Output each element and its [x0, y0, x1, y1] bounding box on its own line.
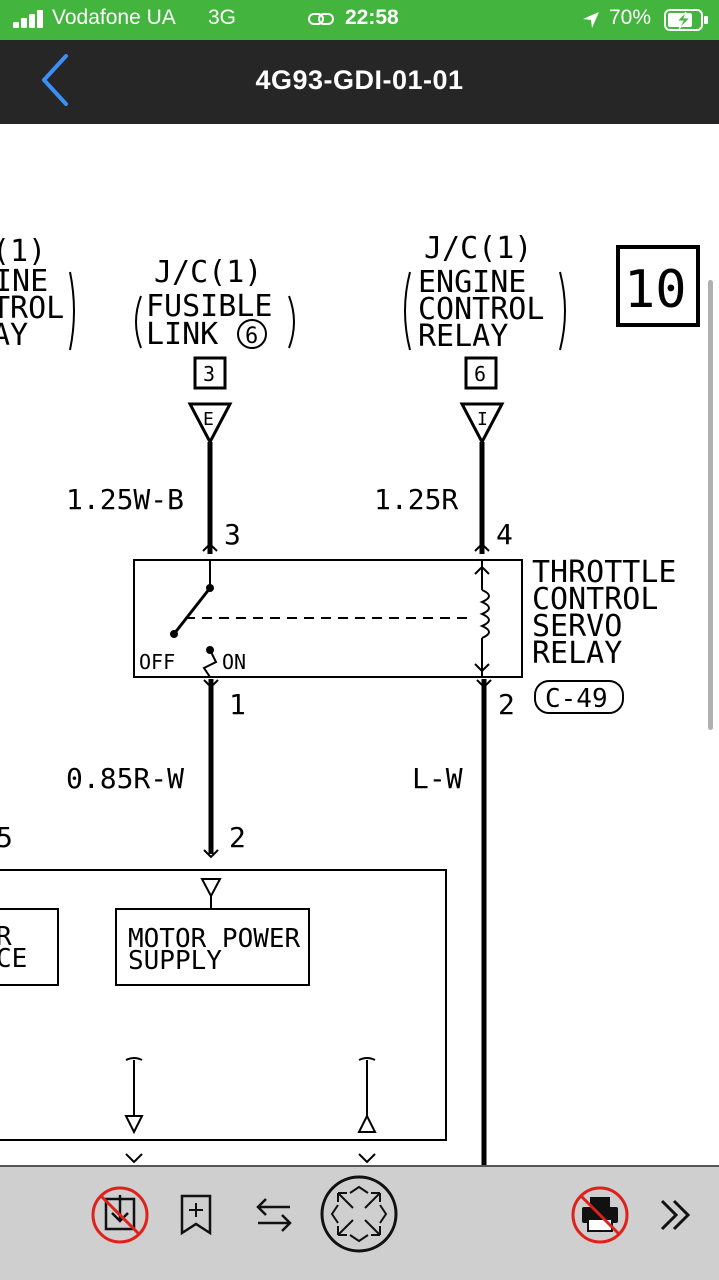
fusible-label-line1: J/C(1): [154, 255, 262, 290]
left-box-line2: CE: [0, 944, 27, 974]
motor-label-line1: MOTOR POWER: [128, 924, 301, 954]
terminal-right-letter: I: [477, 409, 488, 430]
switch-off-label: OFF: [139, 650, 175, 674]
terminal-left-letter: E: [203, 409, 214, 430]
fullscreen-button[interactable]: [320, 1175, 398, 1258]
pin-3-label: 3: [224, 518, 241, 551]
pin-2-lower-label: 2: [229, 821, 246, 854]
pin-1-label: 1: [229, 688, 246, 721]
page-number: 10: [624, 260, 687, 320]
print-disabled-icon: [571, 1186, 629, 1244]
more-button[interactable]: [656, 1195, 696, 1240]
wiring-diagram-viewer[interactable]: (1) INE TROL AY J/C(1) FUSIBLE LINK 6 J/…: [0, 124, 719, 1165]
fusible-number: 6: [245, 324, 258, 349]
bookmark-add-icon: [180, 1194, 212, 1236]
relay-name-line4: RELAY: [532, 636, 622, 671]
bookmark-button[interactable]: [178, 1193, 214, 1242]
swap-arrows-icon: [256, 1198, 292, 1232]
print-button[interactable]: [570, 1185, 630, 1250]
carrier-name: Vodafone UA: [52, 6, 176, 29]
wire-label-right-top: 1.25R: [374, 483, 458, 516]
location-arrow-icon: [583, 12, 599, 28]
left-box-line1: R: [0, 922, 12, 952]
relay-label-line4: RELAY: [418, 319, 508, 354]
left-label-line4: AY: [0, 318, 28, 353]
download-disabled-icon: [91, 1186, 149, 1244]
back-button[interactable]: [30, 50, 90, 110]
fusible-label-line3: LINK: [146, 317, 218, 352]
wire-label-right-mid: L-W: [412, 762, 463, 795]
connector-right-label: 6: [474, 362, 486, 386]
relay-name-line3: SERVO: [532, 609, 622, 644]
relay-label-line2: ENGINE: [418, 265, 526, 300]
pin-4-label: 4: [496, 518, 513, 551]
relay-name-line1: THROTTLE: [532, 555, 677, 590]
left-label-line3: TROL: [0, 291, 64, 326]
wire-label-left-mid: 0.85R-W: [66, 762, 184, 795]
pin-2-relay-label: 2: [498, 688, 515, 721]
download-button[interactable]: [90, 1185, 150, 1250]
left-label-line2: INE: [0, 264, 48, 299]
bottom-toolbar: [0, 1165, 719, 1280]
fusible-label-line2: FUSIBLE: [146, 289, 272, 324]
wire-label-left-top: 1.25W-B: [66, 483, 184, 516]
left-label-line1: (1): [0, 234, 46, 269]
clock: 22:58: [345, 6, 399, 29]
double-chevron-right-icon: [660, 1199, 691, 1231]
document-title: 4G93-GDI-01-01: [255, 65, 464, 95]
motor-label-line2: SUPPLY: [128, 946, 222, 976]
relay-name-line2: CONTROL: [532, 582, 658, 617]
signal-strength-icon: [13, 10, 47, 28]
connector-id: C-49: [545, 684, 608, 714]
status-bar: Vodafone UA 3G 22:58 70%: [0, 0, 719, 40]
expand-arrows-icon: [320, 1175, 398, 1253]
battery-charging-icon: [664, 9, 708, 31]
battery-percent: 70%: [609, 6, 652, 29]
pin-5-label: 5: [0, 821, 13, 854]
link-icon: [308, 13, 334, 25]
connector-left-label: 3: [203, 362, 215, 386]
vertical-scrollbar[interactable]: [708, 280, 713, 730]
navigation-bar: 4G93-GDI-01-01: [0, 40, 719, 124]
switch-on-label: ON: [222, 650, 246, 674]
relay-label-line1: J/C(1): [424, 231, 532, 266]
network-type: 3G: [208, 6, 237, 29]
wiring-diagram: (1) INE TROL AY J/C(1) FUSIBLE LINK 6 J/…: [0, 231, 700, 1165]
relay-label-line3: CONTROL: [418, 292, 544, 327]
chevron-left-icon: [42, 54, 68, 106]
swap-button[interactable]: [252, 1193, 296, 1242]
